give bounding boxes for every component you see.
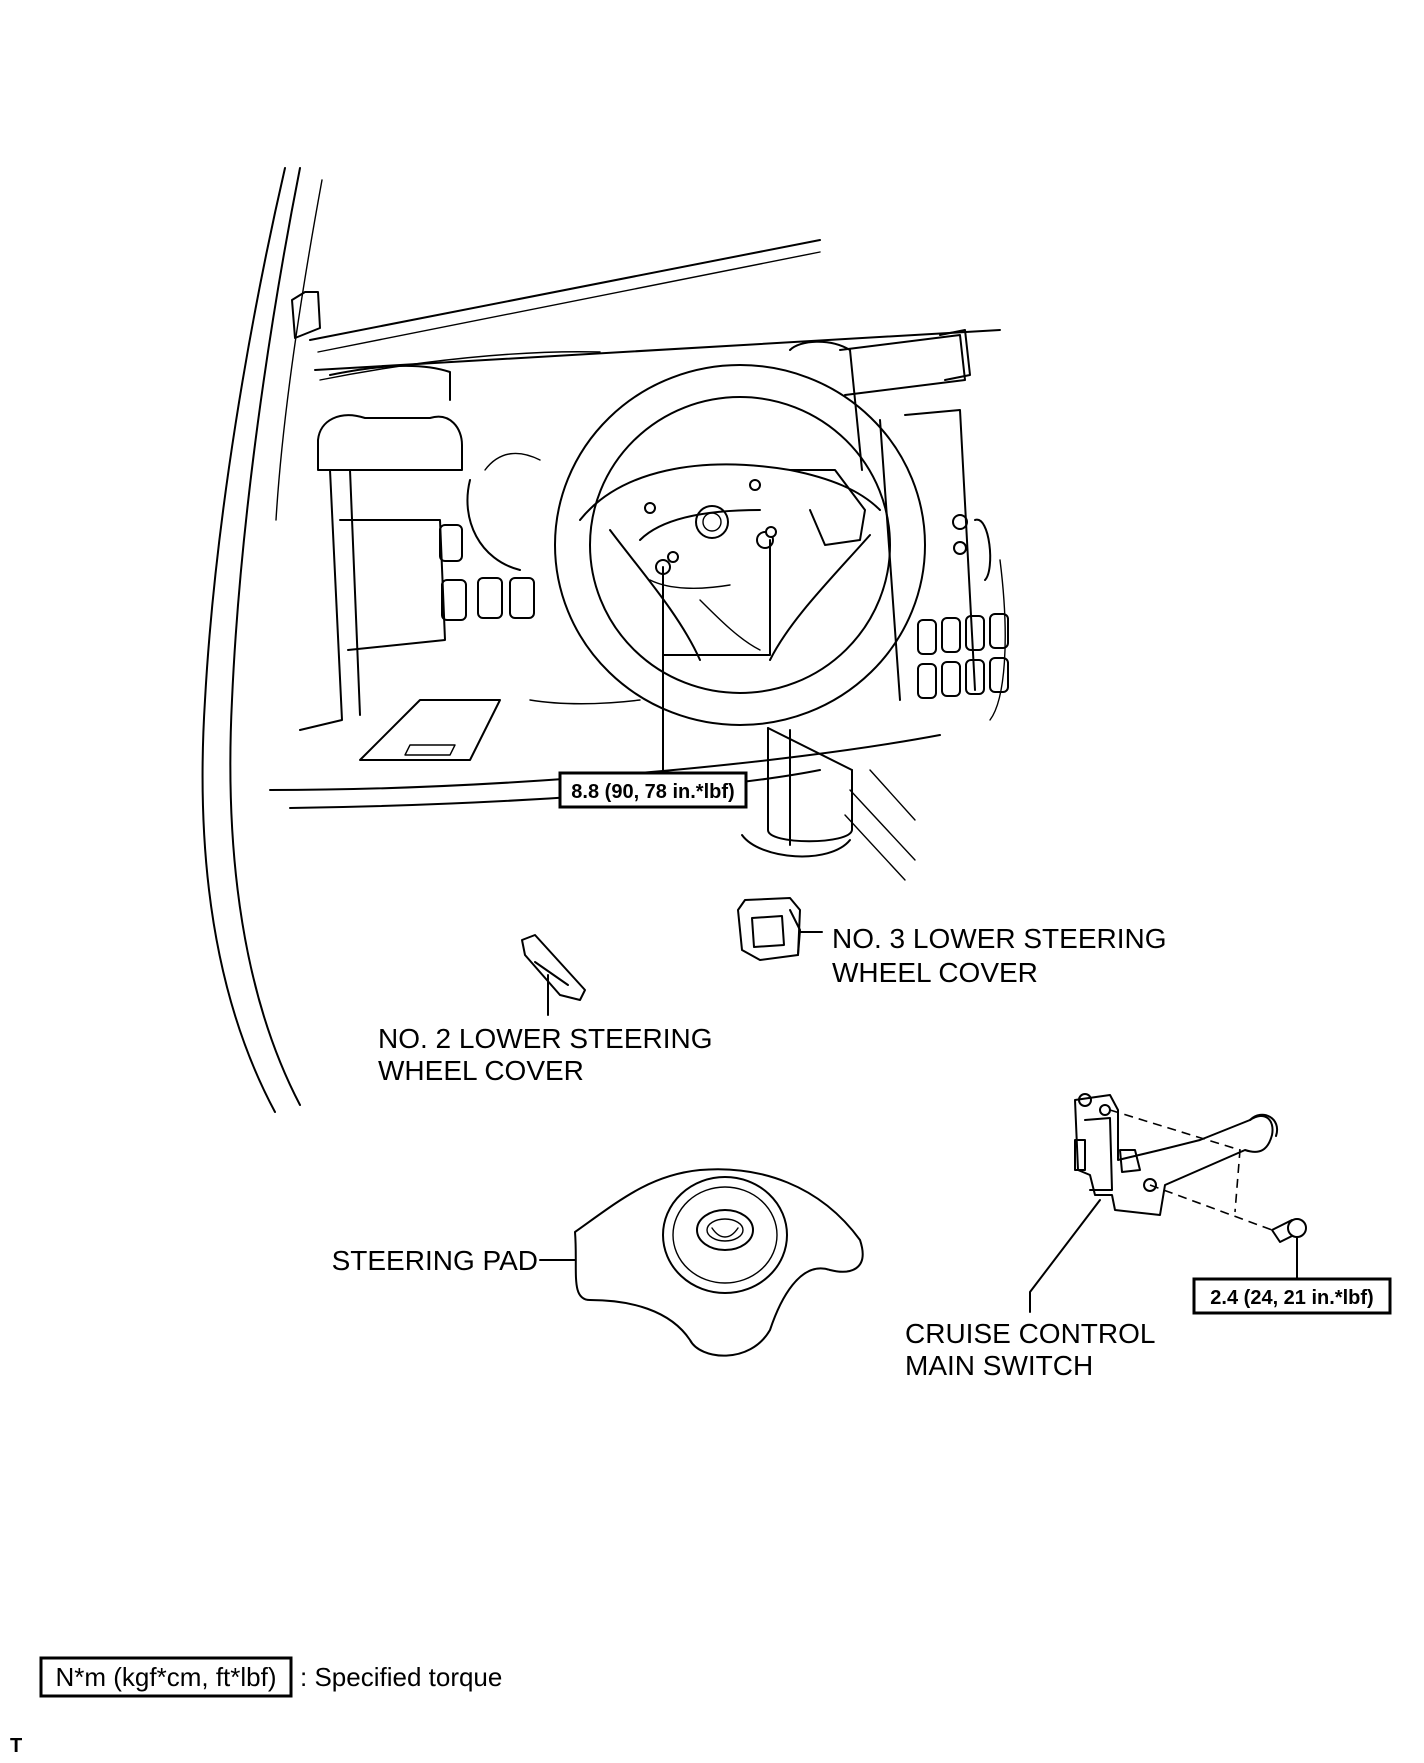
label-no2-line1: NO. 2 LOWER STEERING xyxy=(378,1023,713,1054)
cruise-control-main-switch: CRUISE CONTROL MAIN SWITCH 2.4 (24, 21 i… xyxy=(905,1093,1392,1381)
instrument-panel xyxy=(269,239,1009,809)
label-no3-line2: WHEEL COVER xyxy=(832,957,1038,988)
label-steering-pad: STEERING PAD xyxy=(332,1245,538,1276)
a-pillar xyxy=(201,167,323,1113)
torque-legend: N*m (kgf*cm, ft*lbf) : Specified torque xyxy=(39,1656,502,1698)
torque-label-switch-screw: 2.4 (24, 21 in.*lbf) xyxy=(1210,1287,1373,1309)
steering-column xyxy=(741,727,916,881)
no2-lower-steering-wheel-cover: NO. 2 LOWER STEERING WHEEL COVER xyxy=(378,934,713,1086)
label-cruise-line1: CRUISE CONTROL xyxy=(905,1318,1155,1349)
corner-mark: T xyxy=(10,1735,22,1757)
label-no2-line2: WHEEL COVER xyxy=(378,1055,584,1086)
steering-wheel xyxy=(554,364,926,726)
steering-pad: STEERING PAD xyxy=(332,1168,864,1357)
torque-label-wheel-bolts: 8.8 (90, 78 in.*lbf) xyxy=(571,781,734,803)
legend-description: : Specified torque xyxy=(300,1662,502,1692)
label-cruise-line2: MAIN SWITCH xyxy=(905,1350,1093,1381)
no3-lower-steering-wheel-cover: NO. 3 LOWER STEERING WHEEL COVER xyxy=(737,897,1167,988)
wheel-bolt-callout: 8.8 (90, 78 in.*lbf) xyxy=(558,539,771,809)
label-no3-line1: NO. 3 LOWER STEERING xyxy=(832,923,1167,954)
legend-box-text: N*m (kgf*cm, ft*lbf) xyxy=(55,1662,276,1692)
